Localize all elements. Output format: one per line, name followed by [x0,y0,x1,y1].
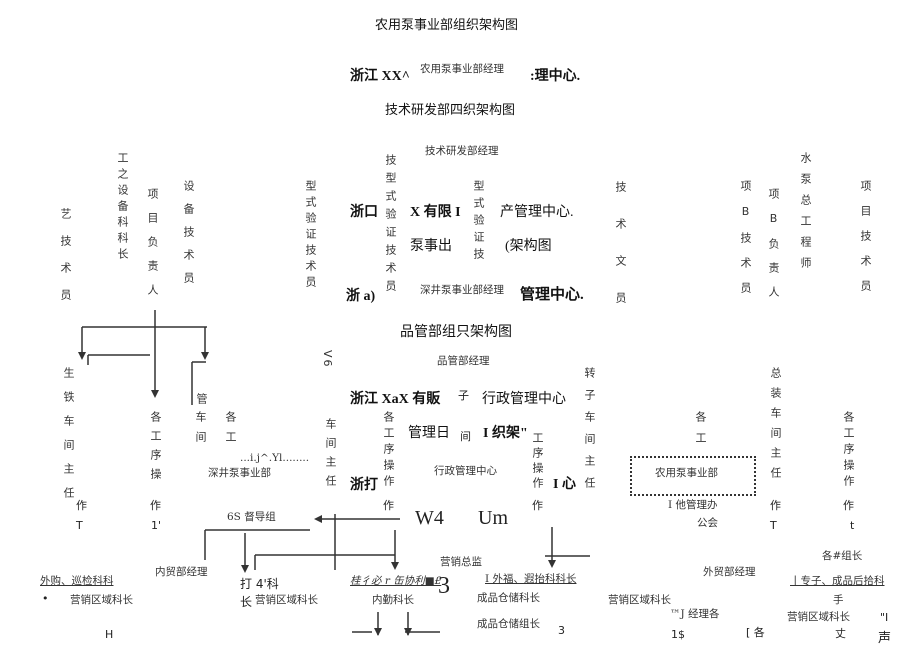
qc-mid: 行政管理中心 [434,465,497,477]
sales-item: 营销区域科长 [608,594,671,606]
sales-item: 桂彳必 r 缶协利■£ [350,575,442,587]
sales-item: H [105,628,114,641]
qc-mid: W4 [415,507,444,529]
rd-col: 项B技术员 [739,180,752,307]
qc-small: 作 [770,499,781,512]
qc-col: 各工 [224,411,237,451]
qc-mid: 浙江 XaX 有販 [350,392,441,407]
rd-col: 技术文员 [614,181,627,329]
qc-small: T [76,519,83,532]
qc-mid: 农用泵事业部 [655,467,718,479]
qc-col: 车间 [194,411,207,451]
rd-col: 技型式验证技术员 [384,154,397,298]
header-right: :理中心. [530,69,581,84]
qc-mid: 公会 [697,517,718,529]
qc-col: 管 [195,393,208,408]
rd-col: 型式验证技术员 [304,180,317,292]
rd-mid: X 有限 I [410,205,461,220]
qc-mid: 子 [458,389,469,402]
qc-mid: 行政管理中心 [482,392,566,407]
dotted-box [630,456,756,496]
header-left: 浙江 XX^ [350,69,410,84]
qc-manager: 品管部经理 [437,355,490,367]
rd-mid: 浙口 [350,205,378,220]
qc-small: 作 [150,499,161,512]
qc-mid: Um [478,507,508,529]
sales-item: 手 [833,594,844,606]
qc-col: 车间主任 [324,418,337,494]
rd-col: 型式验证技 [472,180,485,265]
qc-mid: 间 [460,430,471,443]
qc-col: 各工 [694,411,707,453]
sales-item: 长 [240,595,253,609]
qc-mid: I 他管理办 [668,499,718,511]
qc-col: 各工序操 [149,411,162,487]
rd-col: 项目负责人 [146,188,159,308]
qc-col: 转子车间主任 [583,367,596,499]
sales-domestic: 内贸部经理 [155,566,208,578]
sales-item: 成品仓储科长 [477,592,540,604]
rd-col: 项B负责人 [767,188,780,310]
rd-col: 水泵总工程师 [799,152,812,278]
sales-item: 外购、巡检科科 [40,575,114,587]
sales-item: 丈 [835,627,846,640]
rd-mid: 深井泵事业部经理 [420,284,504,296]
qc-col: 生铁车间主任 [62,367,75,511]
qc-small: 作 [76,499,87,512]
qc-mid: 浙打 [350,478,378,493]
sales-item: 营销区域科长 [255,594,318,606]
qc-small: 作 [532,499,543,512]
qc-title: 品管部组只架构图 [400,324,512,340]
sales-item: 营销区域科长 [70,594,133,606]
qc-mid: I 心 [553,477,576,492]
sales-item: [ 各 [746,626,765,639]
sales-item: I 外福、遐抬科科长 [485,573,577,585]
sales-item: 内勤科长 [372,594,414,606]
rd-mid: 产管理中心. [500,205,574,220]
sales-item: "I [880,611,889,624]
qc-col: 各工序操作 [842,411,855,491]
qc-v6: V6 [321,350,334,369]
qc-mid: 深井泵事业部 [208,467,271,479]
qc-small: 1' [151,519,162,532]
sales-item: 1$ [671,628,685,641]
rd-col: 设备技术员 [182,180,195,295]
qc-small: T [770,519,777,532]
sales-item: 营销区域科长 [787,611,850,623]
rd-col: 艺技术员 [59,208,72,316]
qc-small: 作 [383,499,394,512]
sales-item: 声 [878,631,892,646]
qc-mid: ...i.j^.Yl........ [240,452,310,464]
qc-col: 总装车间主任 [769,367,782,487]
sales-item: 3 [438,573,450,599]
sales-item: 成品仓储组长 [477,618,540,630]
qc-6s-group: 6S 督导组 [227,511,276,523]
sales-item: 丨专子、成品后拾科 [790,575,885,587]
rd-mid: (架构图 [505,239,552,254]
sales-item: 打 4'科 [240,577,279,591]
rd-mid: 泵事出 [410,239,452,254]
qc-mid: 管理日 [408,426,450,441]
rd-mid: 管理中心. [520,287,584,303]
sales-director: 营销总监 [440,556,482,568]
qc-small: t [850,519,855,532]
sales-item: • [42,592,49,605]
sales-item: 3 [558,624,565,637]
sales-item: 各#组长 [822,550,863,562]
qc-small: 作 [843,499,854,512]
page-title: 农用泵事业部组织架构图 [375,18,519,33]
sales-foreign: 外贸部经理 [703,566,756,578]
qc-col: 工序操作 [531,432,544,492]
rd-mid: 浙 a) [346,289,376,304]
sales-item: ™J 经理各 [670,608,720,620]
header-overlay: 农用泵事业部经理 [420,63,504,75]
rd-manager: 技术研发部经理 [425,145,499,157]
rd-col: 工之设备科科长 [116,152,129,264]
rd-title: 技术研发部四织架构图 [385,103,516,118]
qc-col: 各工序操作 [382,411,395,491]
qc-mid: I 织架" [483,426,528,441]
rd-col: 项目技术员 [859,180,872,305]
